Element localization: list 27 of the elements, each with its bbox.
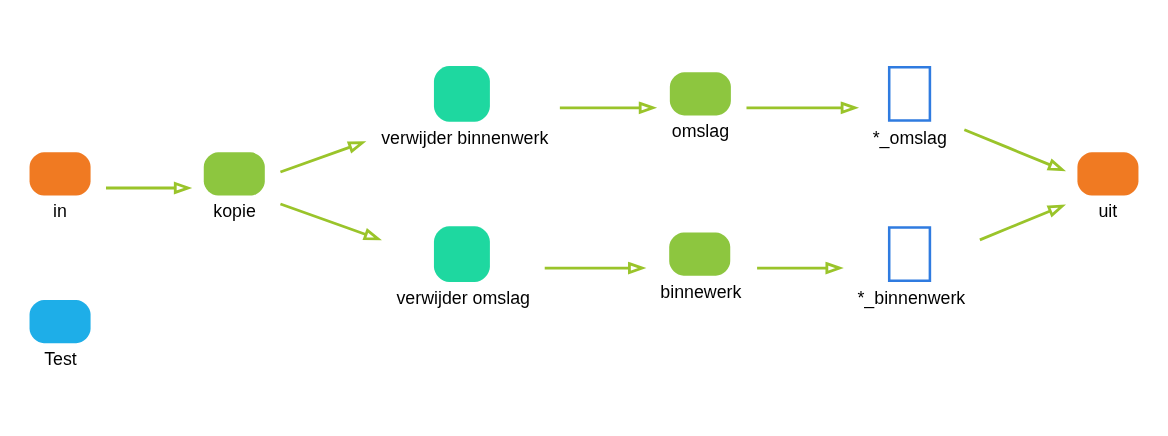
arrow	[963, 127, 1067, 171]
arrow	[106, 181, 193, 194]
node-label: binnewerk	[660, 281, 742, 302]
arrow	[746, 100, 860, 114]
node-label: *_omslag	[872, 127, 947, 148]
arrow	[979, 204, 1066, 241]
arrow	[757, 261, 844, 275]
node-label: uit	[1098, 200, 1118, 221]
node-label: Test	[44, 348, 77, 369]
node-box	[669, 71, 731, 115]
node-label: kopie	[213, 200, 256, 221]
arrow	[559, 100, 658, 114]
node-box	[29, 151, 91, 196]
node-box	[433, 225, 490, 282]
node-box	[433, 65, 490, 122]
arrow	[279, 140, 367, 173]
node-box	[1077, 151, 1139, 196]
node-box	[203, 151, 265, 196]
node-label: in	[53, 200, 67, 221]
node-label: verwijder binnenwerk	[381, 127, 549, 148]
arrow	[544, 261, 647, 275]
node-label: verwijder omslag	[396, 287, 530, 308]
node-box	[669, 232, 731, 276]
node-label: omslag	[671, 120, 730, 141]
node-label: *_binnenwerk	[857, 287, 966, 308]
node-box	[29, 299, 91, 343]
arrow	[279, 202, 382, 240]
